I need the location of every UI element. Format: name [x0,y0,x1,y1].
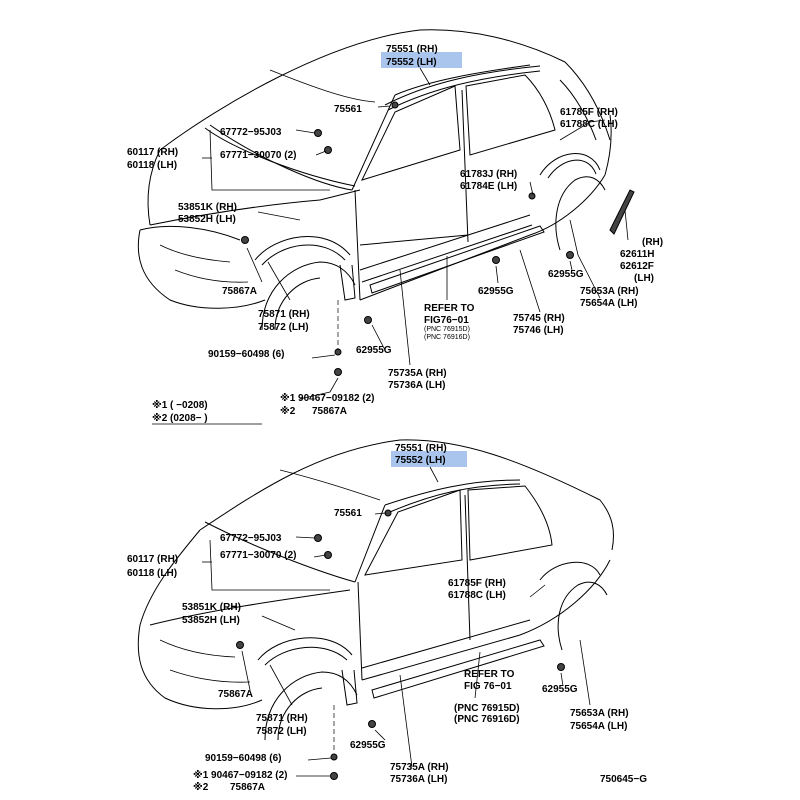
label-62955g-right-top: 62955G [548,269,584,280]
clip-icon [368,720,376,728]
bottom-leader-lines [202,466,591,777]
label-refer1-top: REFER TO [424,303,475,314]
note-1: ※1 ( −0208) [152,399,208,411]
label-note1-code-bottom: ※1 90467−09182 (2) [193,769,288,781]
label-75561-bottom: 75561 [334,508,362,519]
label-75551-top: 75551 (RH) [386,44,438,55]
label-75735a-bottom: 75735A (RH) [390,762,449,773]
label-67772-bottom: 67772−95J03 [220,533,282,544]
label-62955g-right-bottom: 62955G [542,684,578,695]
label-90159-top: 90159−60498 (6) [208,349,284,360]
figure-code: 750645−G [600,774,647,785]
label-60117-bottom: 60117 (RH) [127,554,178,565]
clip-icon [334,368,342,376]
clip-icon [528,192,536,200]
highlight-75552-top [381,52,462,68]
clip-icon [492,256,500,264]
label-67771-top: 67771−30070 (2) [220,150,296,161]
bottom-labels: 75551 (RH) 75552 (LH) 75561 67772−95J03 … [127,443,647,793]
label-62611h-rh-top: (RH) [642,237,663,248]
label-61785f-bottom: 61785F (RH) [448,578,506,589]
label-refer2-top: FIG76−01 [424,315,469,326]
top-leader-lines [202,67,629,400]
label-61788c-bottom: 61788C (LH) [448,590,506,601]
label-75872-bottom: 75872 (LH) [256,726,307,737]
label-refer2-bottom: FIG 76−01 [464,681,512,692]
clip-icon [330,753,338,761]
label-75735a-top: 75735A (RH) [388,368,447,379]
clip-icon [330,772,338,780]
label-53852h-top: 53852H (LH) [178,214,236,225]
clip-icon [566,251,574,259]
label-62955g-left-top: 62955G [356,345,392,356]
label-75871-bottom: 75871 (RH) [256,713,308,724]
label-75872-top: 75872 (LH) [258,322,309,333]
clip-icon [324,146,332,154]
label-75867a-top: 75867A [222,286,257,297]
label-60117-top: 60117 (RH) [127,147,178,158]
label-pnc1-bottom: (PNC 76915D) [454,703,520,714]
label-62612f-lh-top: (LH) [634,273,654,284]
label-note2-code-bottom: ※2 [193,781,209,793]
label-pnc1-top: (PNC 76915D) [424,326,470,333]
label-refer1-bottom: REFER TO [464,669,515,680]
label-90159-bottom: 90159−60498 (6) [205,753,281,764]
label-62611h-top: 62611H [620,249,654,260]
label-60118-top: 60118 (LH) [127,160,177,171]
label-75745-top: 75745 (RH) [513,313,565,324]
clip-icon [391,101,399,109]
label-62955g-left-bottom: 62955G [350,740,386,751]
label-pnc2-bottom: (PNC 76916D) [454,714,520,725]
label-75552-bottom: 75552 (LH) [395,455,446,466]
label-75551-bottom: 75551 (RH) [395,443,447,454]
label-61785f-top: 61785F (RH) [560,107,618,118]
applicability-notes: ※1 ( −0208) ※2 (0208− ) [152,399,262,425]
label-61784e-top: 61784E (LH) [460,181,517,192]
label-75654a-top: 75654A (LH) [580,298,637,309]
label-75654a-bottom: 75654A (LH) [570,721,627,732]
label-75653a-bottom: 75653A (RH) [570,708,629,719]
bottom-car-illustration [137,439,614,741]
label-pnc2-top: (PNC 76916D) [424,334,470,341]
top-clips [241,101,574,376]
clip-icon [314,534,322,542]
label-62612f-top: 62612F [620,261,654,272]
note-2: ※2 (0208− ) [152,412,208,424]
label-75653a-top: 75653A (RH) [580,286,639,297]
clip-icon [314,129,322,137]
label-53852h-bottom: 53852H (LH) [182,615,240,626]
label-75867a-bottom: 75867A [218,689,253,700]
label-75871-top: 75871 (RH) [258,309,310,320]
label-53851k-top: 53851K (RH) [178,202,237,213]
label-61783j-top: 61783J (RH) [460,169,517,180]
clip-icon [364,316,372,324]
label-75552-top: 75552 (LH) [386,57,437,68]
label-note1-code-top: ※1 90467−09182 (2) [280,392,375,404]
label-67772-top: 67772−95J03 [220,127,282,138]
top-car-illustration [137,29,635,331]
label-75736a-bottom: 75736A (LH) [390,774,447,785]
label-note2-code-top: ※2 [280,405,296,417]
label-75561-top: 75561 [334,104,362,115]
label-note2-part-bottom: 75867A [230,782,265,793]
label-62955g-mid-top: 62955G [478,286,514,297]
label-67771-bottom: 67771−30070 (2) [220,550,296,561]
highlight-75552-bottom [391,451,467,467]
label-75746-top: 75746 (LH) [513,325,564,336]
clip-icon [236,641,244,649]
label-75736a-top: 75736A (LH) [388,380,445,391]
label-61788c-top: 61788C (LH) [560,119,618,130]
top-labels: 75551 (RH) 75552 (LH) 75561 61785F (RH) … [127,44,663,417]
label-60118-bottom: 60118 (LH) [127,568,177,579]
label-53851k-bottom: 53851K (RH) [182,602,241,613]
clip-icon [557,663,565,671]
clip-icon [241,236,249,244]
label-note2-part-top: 75867A [312,406,347,417]
